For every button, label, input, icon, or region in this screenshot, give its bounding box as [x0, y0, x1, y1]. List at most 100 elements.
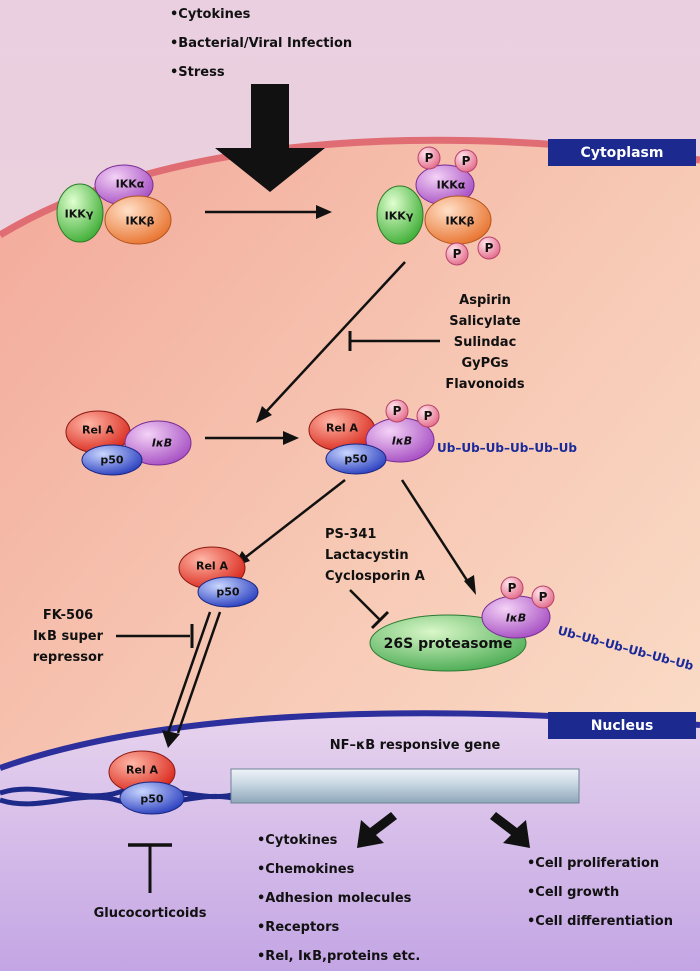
- ikk-complex-inactive: IKKα IKKγ IKKβ: [56, 164, 172, 245]
- nfkb-responsive-gene: [230, 768, 580, 804]
- phospho-6-icon: [416, 404, 440, 428]
- product-adhesion: •Adhesion molecules: [257, 891, 412, 906]
- nucleus-label: Nucleus: [591, 718, 654, 734]
- phospho-5-label: P: [393, 404, 402, 418]
- product-cytokines: •Cytokines: [257, 833, 338, 848]
- ikk-to-ikb-arrow: [263, 261, 406, 415]
- inhibitor-glucocorticoids: Glucocorticoids: [94, 906, 207, 921]
- nfkb-ikb-ub-complex: Rel A IκB p50 P P Ub–Ub–Ub–Ub–Ub–Ub: [308, 399, 577, 475]
- p50-free-protein: [197, 576, 259, 608]
- ikb-degraded-label: IκB: [506, 612, 526, 625]
- proteasome-inhibit-line: [349, 589, 381, 621]
- phospho-8-label: P: [539, 590, 548, 604]
- translocation-arrow-2: [176, 611, 222, 734]
- ikb-phosphorylation-arrowhead: [283, 431, 299, 445]
- ikk-gamma-active-label: IKKγ: [385, 210, 414, 223]
- inhibitor-ps341: PS-341: [325, 527, 376, 542]
- translocation-arrow-1: [166, 611, 212, 734]
- p50-nuclear-protein: [119, 781, 185, 815]
- proteasome-inhibit-cap: [370, 610, 390, 630]
- ikb-label: IκB: [152, 437, 172, 450]
- proteasome-label: 26S proteasome: [384, 636, 513, 652]
- rel-a-free-label: Rel A: [196, 560, 229, 573]
- nfkb-ikb-complex: Rel A IκB p50: [65, 410, 192, 476]
- proteasome: [369, 614, 527, 672]
- gene-products-left: •Cytokines •Chemokines •Adhesion molecul…: [257, 833, 420, 964]
- inhibitor-ikb-super: IκB super: [33, 629, 104, 644]
- product-rel-ikb: •Rel, IκB,proteins etc.: [257, 949, 420, 964]
- product-chemokines: •Chemokines: [257, 862, 355, 877]
- phospho-1-label: P: [425, 151, 434, 165]
- inhibitor-flavonoids: Flavonoids: [445, 377, 524, 392]
- activation-arrowhead: [316, 205, 332, 219]
- nucleus-label-box: [548, 712, 696, 739]
- phospho-7-label: P: [508, 581, 517, 595]
- ikk-alpha-active-label: IKKα: [437, 179, 466, 192]
- stimulus-cytokines: •Cytokines: [170, 7, 251, 22]
- p50-protein: [81, 444, 143, 476]
- phospho-5-icon: [385, 399, 409, 423]
- translocation-inhibitor-list: FK-506 IκB super repressor: [33, 608, 104, 665]
- ikb-degradation-arrow: [400, 479, 472, 586]
- output-arrow-left: [357, 812, 397, 848]
- cytoplasm-label: Cytoplasm: [581, 145, 664, 161]
- ikk-alpha-label: IKKα: [116, 178, 145, 191]
- inhibitor-sulindac: Sulindac: [454, 335, 517, 350]
- phospho-1-icon: [417, 146, 441, 170]
- stimulus-stress: •Stress: [170, 65, 225, 80]
- inhibitor-gypgs: GyPGs: [461, 356, 508, 371]
- ikk-beta-active-label: IKKβ: [445, 215, 474, 228]
- inhibitor-cyclosporin: Cyclosporin A: [325, 569, 425, 584]
- stimulus-infection: •Bacterial/Viral Infection: [170, 36, 352, 51]
- gene-label: NF–κB responsive gene: [330, 738, 501, 753]
- ubiquitin-chain-1: Ub–Ub–Ub–Ub–Ub–Ub: [437, 441, 577, 455]
- phospho-2-label: P: [462, 154, 471, 168]
- outcome-proliferation: •Cell proliferation: [527, 856, 659, 871]
- p50-nuclear-label: p50: [140, 793, 164, 806]
- cytoplasm-label-box: [548, 139, 696, 166]
- proteasome-inhibitor-list: PS-341 Lactacystin Cyclosporin A: [325, 527, 425, 584]
- inhibitor-repressor: repressor: [33, 650, 104, 665]
- output-arrow-right: [490, 812, 530, 848]
- phospho-8-icon: [531, 585, 555, 609]
- nsaid-inhibitor-list: Aspirin Salicylate Sulindac GyPGs Flavon…: [445, 293, 524, 392]
- inhibitor-aspirin: Aspirin: [459, 293, 511, 308]
- stimulus-arrow: [215, 84, 325, 192]
- ikk-gamma-protein: [56, 183, 104, 243]
- ikk-gamma-label: IKKγ: [65, 208, 94, 221]
- outcome-growth: •Cell growth: [527, 885, 619, 900]
- rel-a-label: Rel A: [82, 424, 115, 437]
- ikk-complex-active: IKKα IKKγ IKKβ P P P P: [376, 146, 501, 266]
- ikb-ub-label: IκB: [392, 435, 412, 448]
- inhibitor-fk506: FK-506: [43, 608, 93, 623]
- free-nfkb-dimer: Rel A p50: [178, 546, 259, 608]
- ikb-protein: [124, 420, 192, 466]
- phospho-3-label: P: [453, 247, 462, 261]
- phospho-3-icon: [445, 242, 469, 266]
- phospho-2-icon: [454, 149, 478, 173]
- ikb-degradation-arrowhead: [464, 575, 476, 595]
- nfkb-bound-dna: Rel A p50: [108, 750, 185, 815]
- inhibitor-lactacystin: Lactacystin: [325, 548, 409, 563]
- ikk-to-ikb-arrowhead: [256, 406, 272, 423]
- phospho-6-label: P: [424, 409, 433, 423]
- translocation-arrowhead: [162, 730, 180, 748]
- p50-ub-protein: [325, 443, 387, 475]
- p50-free-label: p50: [216, 586, 240, 599]
- p50-label: p50: [100, 454, 124, 467]
- outcome-differentiation: •Cell differentiation: [527, 914, 673, 929]
- product-receptors: •Receptors: [257, 920, 340, 935]
- rel-a-ub-label: Rel A: [326, 422, 359, 435]
- release-nfkb-arrow: [241, 479, 346, 561]
- ikk-beta-protein: [104, 195, 172, 245]
- ikk-beta-label: IKKβ: [125, 215, 154, 228]
- inhibitor-salicylate: Salicylate: [449, 314, 521, 329]
- p50-ub-label: p50: [344, 453, 368, 466]
- rel-a-nuclear-label: Rel A: [126, 764, 159, 777]
- ikk-gamma-active-protein: [376, 185, 424, 245]
- cell-outcomes-right: •Cell proliferation •Cell growth •Cell d…: [527, 856, 673, 929]
- phospho-4-icon: [477, 236, 501, 260]
- phospho-7-icon: [500, 576, 524, 600]
